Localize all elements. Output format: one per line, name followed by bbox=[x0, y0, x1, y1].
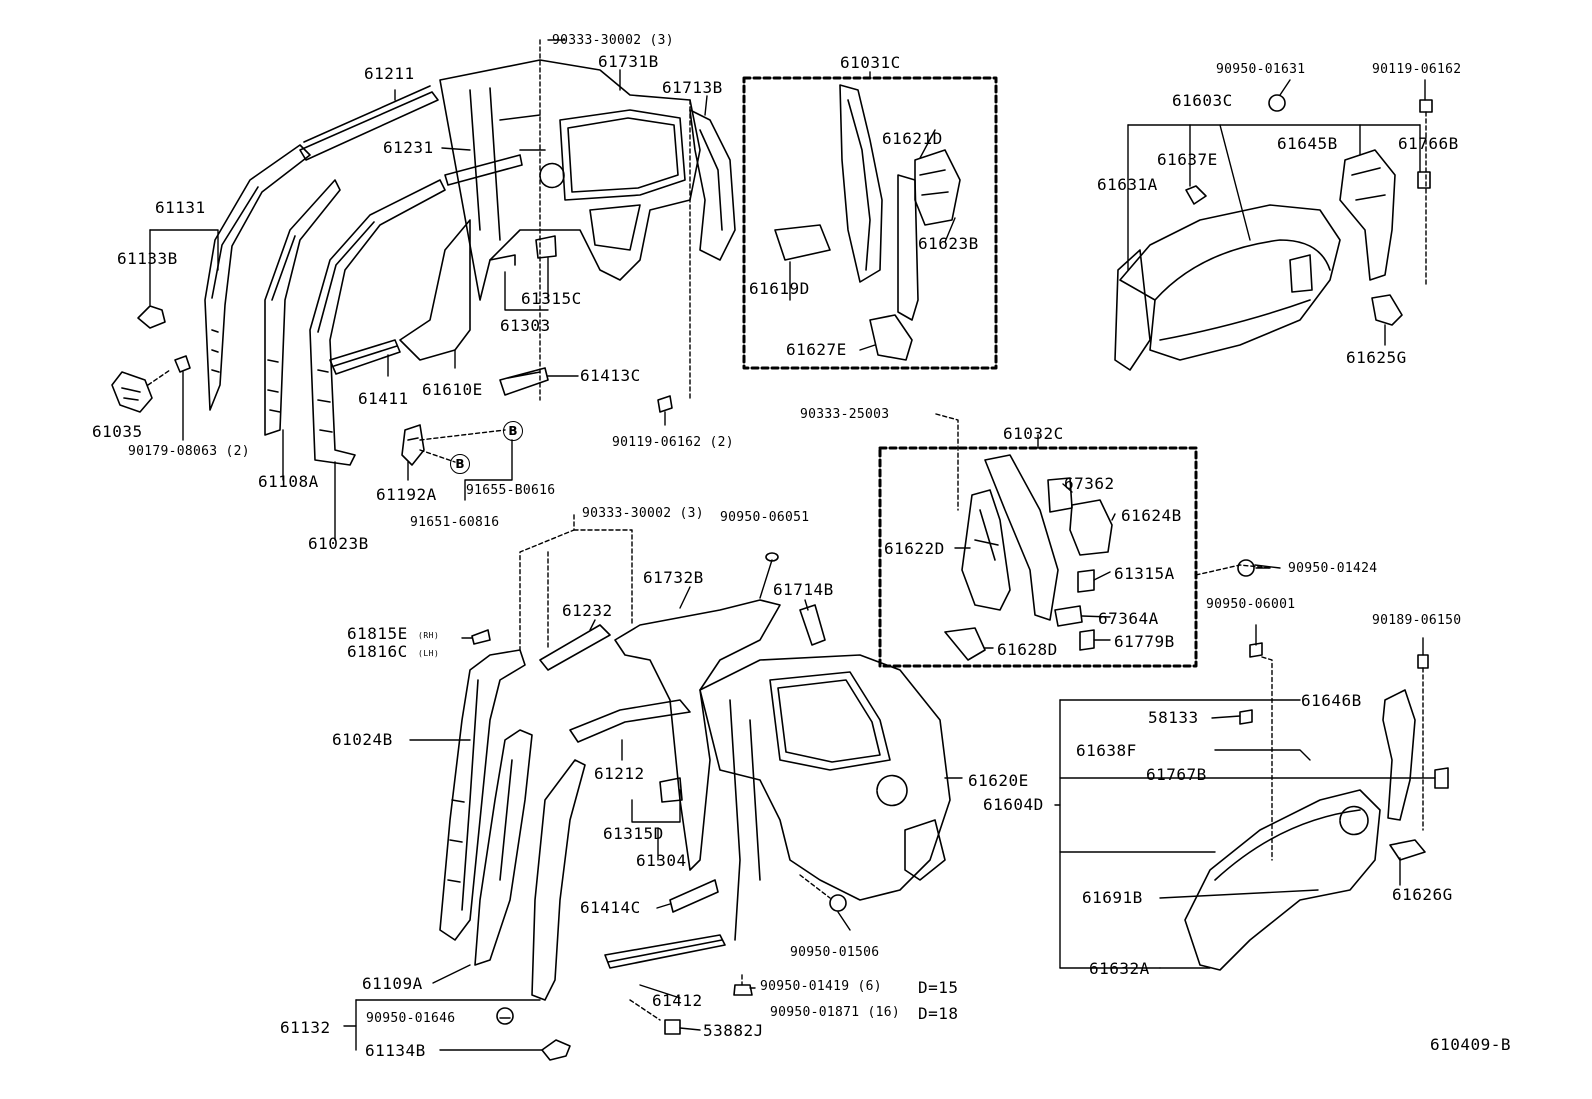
label-61024B: 61024B bbox=[332, 730, 393, 749]
label-61631A: 61631A bbox=[1097, 175, 1158, 194]
label-61691B: 61691B bbox=[1082, 888, 1143, 907]
leader-lines bbox=[147, 39, 1436, 1051]
label-61625G: 61625G bbox=[1346, 348, 1407, 367]
label-61032C: 61032C bbox=[1003, 424, 1064, 443]
label-61624B: 61624B bbox=[1121, 506, 1182, 525]
label-61779B: 61779B bbox=[1114, 632, 1175, 651]
callout-B-upper: B bbox=[503, 421, 523, 441]
label-61714B: 61714B bbox=[773, 580, 834, 599]
label-61638F: 61638F bbox=[1076, 741, 1137, 760]
label-61815E: 61815E bbox=[347, 624, 408, 643]
label-90119-06162-2: 90119-06162 (2) bbox=[612, 435, 734, 450]
label-90950-01506: 90950-01506 bbox=[790, 945, 880, 960]
label-61212: 61212 bbox=[594, 764, 645, 783]
label-61621D: 61621D bbox=[882, 129, 943, 148]
label-90950-06051: 90950-06051 bbox=[720, 510, 810, 525]
label-61767B: 61767B bbox=[1146, 765, 1207, 784]
lower-right-wheelhouse-assembly bbox=[1184, 559, 1449, 971]
label-90950-01631: 90950-01631 bbox=[1216, 62, 1306, 77]
label-61619D: 61619D bbox=[749, 279, 810, 298]
label-61816C: 61816C bbox=[347, 642, 408, 661]
label-90333-30002-mid: 90333-30002 (3) bbox=[582, 506, 704, 521]
label-61628D: 61628D bbox=[997, 640, 1058, 659]
label-61109A: 61109A bbox=[362, 974, 423, 993]
label-61133B: 61133B bbox=[117, 249, 178, 268]
label-61304: 61304 bbox=[636, 851, 687, 870]
label-61134B: 61134B bbox=[365, 1041, 426, 1060]
label-61620E: 61620E bbox=[968, 771, 1029, 790]
label-61732B: 61732B bbox=[643, 568, 704, 587]
label-61646B: 61646B bbox=[1301, 691, 1362, 710]
label-67362: 67362 bbox=[1064, 474, 1115, 493]
label-61815E-rh: (RH) bbox=[418, 631, 440, 640]
label-90950-01871: 90950-01871 (16) bbox=[770, 1005, 901, 1020]
label-90179-08063: 90179-08063 (2) bbox=[128, 444, 250, 459]
label-61035: 61035 bbox=[92, 422, 143, 441]
upper-left-inner-panel-assembly bbox=[111, 59, 736, 466]
label-61731B: 61731B bbox=[598, 52, 659, 71]
label-90950-01646: 90950-01646 bbox=[366, 1011, 456, 1026]
label-D15: D=15 bbox=[918, 978, 959, 997]
label-53882J: 53882J bbox=[703, 1021, 764, 1040]
label-91655-B0616: 91655-B0616 bbox=[466, 483, 556, 498]
label-61604D: 61604D bbox=[983, 795, 1044, 814]
label-61131: 61131 bbox=[155, 198, 206, 217]
label-61637E: 61637E bbox=[1157, 150, 1218, 169]
label-61411: 61411 bbox=[358, 389, 409, 408]
label-61603C: 61603C bbox=[1172, 91, 1233, 110]
label-61816C-lh: (LH) bbox=[418, 649, 440, 658]
label-61231: 61231 bbox=[383, 138, 434, 157]
label-D18: D=18 bbox=[918, 1004, 959, 1023]
label-61766B: 61766B bbox=[1398, 134, 1459, 153]
label-61315C: 61315C bbox=[521, 289, 582, 308]
group-61031C bbox=[742, 76, 998, 370]
label-61031C: 61031C bbox=[840, 53, 901, 72]
label-91651-60816: 91651-60816 bbox=[410, 515, 500, 530]
label-61610E: 61610E bbox=[422, 380, 483, 399]
label-61622D: 61622D bbox=[884, 539, 945, 558]
label-90333-30002-top: 90333-30002 (3) bbox=[552, 33, 674, 48]
label-61632A: 61632A bbox=[1089, 959, 1150, 978]
label-90119-06162: 90119-06162 bbox=[1372, 62, 1462, 77]
label-61303: 61303 bbox=[500, 316, 551, 335]
label-61412: 61412 bbox=[652, 991, 703, 1010]
label-61192A: 61192A bbox=[376, 485, 437, 504]
label-61211: 61211 bbox=[364, 64, 415, 83]
label-61713B: 61713B bbox=[662, 78, 723, 97]
lower-outer-panel-assembly bbox=[439, 552, 951, 1061]
label-61414C: 61414C bbox=[580, 898, 641, 917]
label-90950-06001: 90950-06001 bbox=[1206, 597, 1296, 612]
label-90189-06150: 90189-06150 bbox=[1372, 613, 1462, 628]
label-61645B: 61645B bbox=[1277, 134, 1338, 153]
label-90950-01419: 90950-01419 (6) bbox=[760, 979, 882, 994]
label-61315A: 61315A bbox=[1114, 564, 1175, 583]
group-61032C bbox=[878, 446, 1198, 668]
label-67364A: 67364A bbox=[1098, 609, 1159, 628]
label-61108A: 61108A bbox=[258, 472, 319, 491]
label-61315D: 61315D bbox=[603, 824, 664, 843]
callout-B-lower: B bbox=[450, 454, 470, 474]
label-61623B: 61623B bbox=[918, 234, 979, 253]
label-90950-01424: 90950-01424 bbox=[1288, 561, 1378, 576]
label-61023B: 61023B bbox=[308, 534, 369, 553]
label-61626G: 61626G bbox=[1392, 885, 1453, 904]
diagram-id: 610409-B bbox=[1430, 1035, 1512, 1054]
label-61232: 61232 bbox=[562, 601, 613, 620]
label-90333-25003: 90333-25003 bbox=[800, 407, 890, 422]
label-61413C: 61413C bbox=[580, 366, 641, 385]
label-61132: 61132 bbox=[280, 1018, 331, 1037]
label-61627E: 61627E bbox=[786, 340, 847, 359]
label-58133: 58133 bbox=[1148, 708, 1199, 727]
